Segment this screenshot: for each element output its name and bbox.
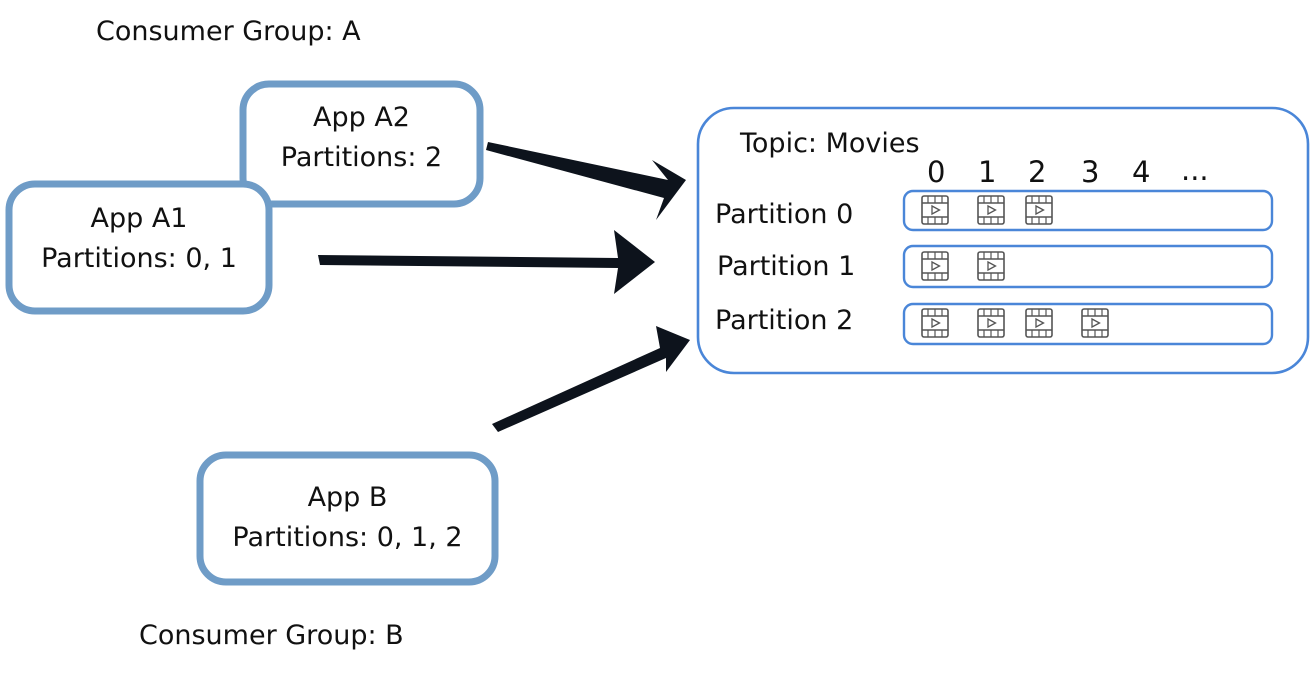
- app-box-b: [196, 451, 499, 586]
- film-icon: [1025, 195, 1053, 225]
- app-box-a1: [5, 180, 273, 315]
- consumer-group-b-label: Consumer Group: B: [139, 620, 404, 651]
- offset-label: 2: [1028, 155, 1047, 189]
- app-a1-partitions: Partitions: 0, 1: [41, 243, 237, 274]
- partition-lane-2: [902, 302, 1274, 346]
- topic-box: [696, 106, 1310, 375]
- partition-label-2: Partition 2: [715, 305, 854, 336]
- offset-ellipsis: ...: [1181, 153, 1209, 187]
- app-a2-name: App A2: [313, 102, 410, 133]
- film-icon: [921, 251, 949, 281]
- film-icon: [921, 195, 949, 225]
- film-icon: [1025, 308, 1053, 338]
- film-icon: [977, 308, 1005, 338]
- partition-label-0: Partition 0: [715, 199, 854, 230]
- arrow-icon: [486, 142, 686, 220]
- offset-label: 4: [1132, 155, 1151, 189]
- partition-lane-0: [902, 189, 1274, 232]
- film-icon: [977, 251, 1005, 281]
- partition-lane-1: [902, 244, 1274, 289]
- film-icon: [921, 308, 949, 338]
- film-icon: [1081, 308, 1109, 338]
- topic-title: Topic: Movies: [740, 128, 920, 159]
- app-box-a2: [239, 80, 484, 208]
- film-icon: [977, 195, 1005, 225]
- app-a2-partitions: Partitions: 2: [280, 142, 443, 173]
- app-a1-name: App A1: [90, 203, 188, 234]
- app-b-name: App B: [307, 482, 388, 513]
- arrow-icon: [492, 326, 690, 432]
- app-b-partitions: Partitions: 0, 1, 2: [232, 522, 463, 553]
- partition-label-1: Partition 1: [717, 251, 856, 282]
- arrows: [318, 142, 690, 432]
- offset-label: 3: [1081, 155, 1100, 189]
- offset-label: 1: [978, 155, 997, 189]
- arrow-icon: [318, 230, 655, 294]
- consumer-group-a-label: Consumer Group: A: [96, 16, 361, 47]
- offset-label: 0: [927, 155, 946, 189]
